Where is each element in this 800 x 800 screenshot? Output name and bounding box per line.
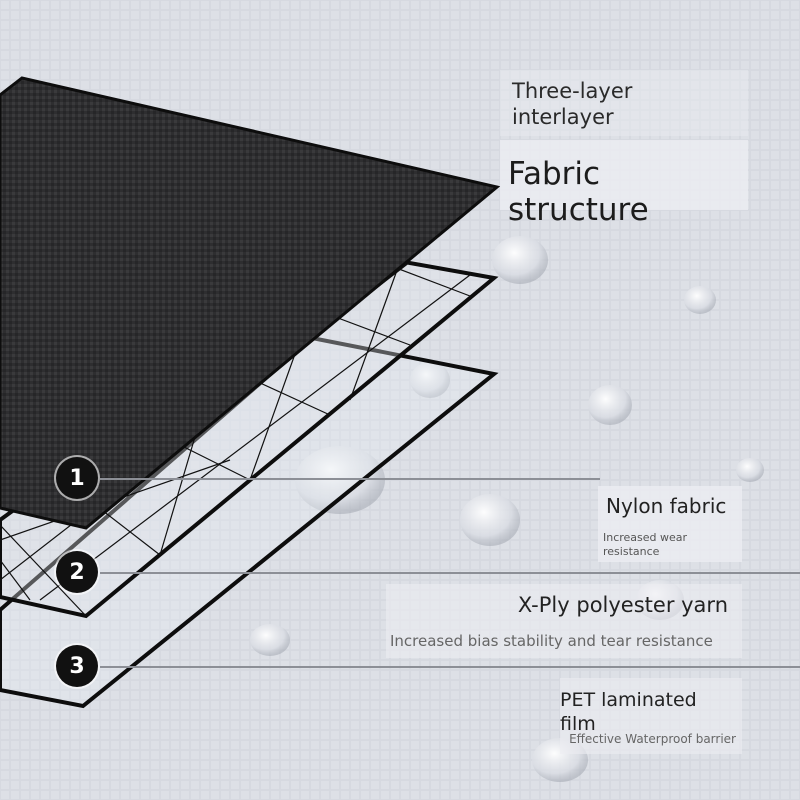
layer-2-label-box: X-Ply polyester yarn Increased bias stab…	[386, 584, 742, 658]
layer-2-name: X-Ply polyester yarn	[517, 593, 728, 617]
leader-line-2	[100, 572, 800, 574]
layer-3-description: Effective Waterproof barrier	[569, 732, 736, 746]
layer-3-badge: 3	[56, 645, 98, 687]
layer-1-nylon-fabric	[0, 76, 501, 530]
layer-1-label-box: Nylon fabric Increased wear resistance	[598, 486, 742, 562]
title-box: Fabric structure	[500, 140, 748, 228]
leader-line-1	[100, 478, 600, 480]
layer-1-badge: 1	[56, 457, 98, 499]
subtitle-text: Three-layer interlayer	[512, 79, 633, 129]
leader-line-3	[100, 666, 800, 668]
page-title: Fabric structure	[508, 156, 649, 228]
layer-3-label-box: PET laminated film Effective Waterproof …	[560, 678, 742, 754]
layer-3-name: PET laminated film	[560, 689, 697, 735]
layer-2-description: Increased bias stability and tear resist…	[390, 632, 713, 650]
layer-1-description: Increased wear resistance	[603, 531, 688, 558]
subtitle-box: Three-layer interlayer	[500, 70, 748, 136]
layer-1-name: Nylon fabric	[606, 494, 727, 518]
layer-2-badge: 2	[56, 551, 98, 593]
